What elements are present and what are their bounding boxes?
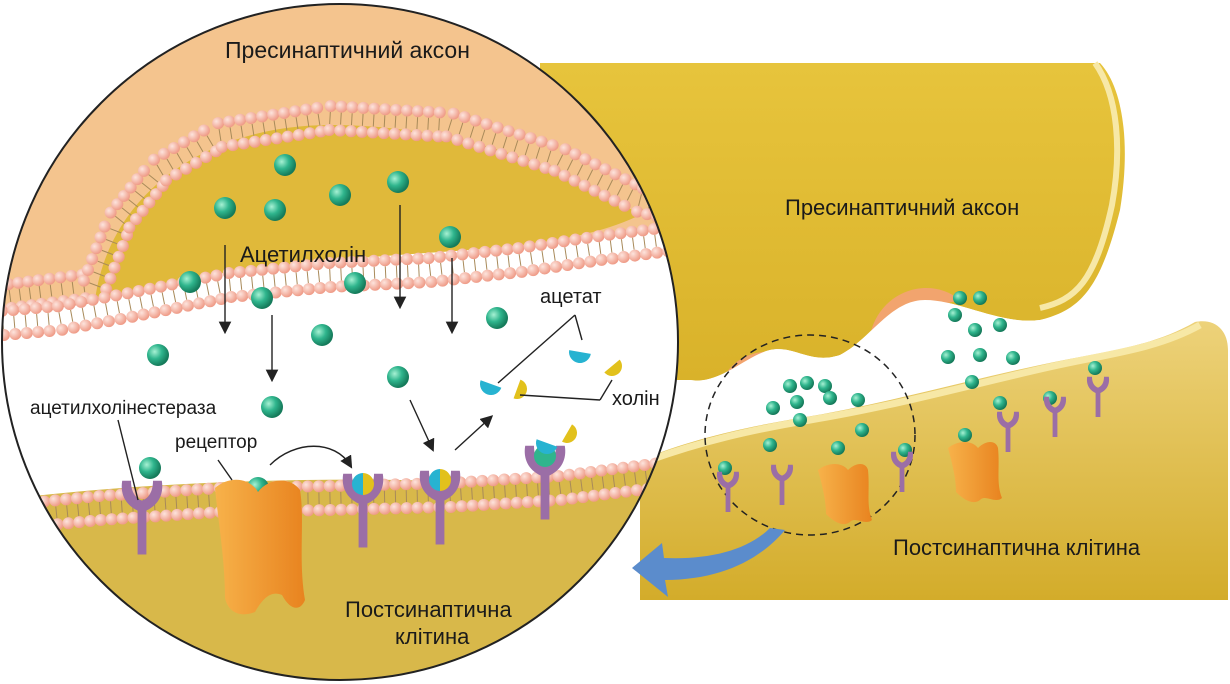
acetylcholine-molecule — [973, 291, 987, 305]
label-choline: холін — [612, 388, 660, 410]
acetylcholine-molecule — [793, 413, 807, 427]
ion-channel — [215, 480, 305, 615]
acetylcholine-molecule — [823, 391, 837, 405]
label-postsynaptic-zoom-2: клітина — [395, 624, 470, 649]
acetylcholine-molecule — [264, 199, 286, 221]
acetylcholine-molecule — [855, 423, 869, 437]
acetylcholine-molecule — [214, 197, 236, 219]
acetylcholine-molecule — [993, 318, 1007, 332]
acetylcholine-molecule — [329, 184, 351, 206]
acetylcholine-molecule — [1088, 361, 1102, 375]
acetylcholine-molecule — [439, 226, 461, 248]
label-postsynaptic-right: Постсинаптична клітина — [893, 535, 1141, 560]
acetylcholine-molecule — [261, 396, 283, 418]
acetylcholine-molecule — [783, 379, 797, 393]
label-receptor: рецептор — [175, 432, 257, 453]
acetylcholine-molecule — [831, 441, 845, 455]
acetylcholine-molecule — [953, 291, 967, 305]
bound-acetylcholine — [429, 469, 451, 491]
acetylcholine-molecule — [941, 350, 955, 364]
acetylcholine-molecule — [387, 366, 409, 388]
label-acetylcholine: Ацетилхолін — [240, 242, 366, 267]
acetylcholine-molecule — [968, 323, 982, 337]
acetylcholine-molecule — [766, 401, 780, 415]
acetylcholine-molecule — [486, 307, 508, 329]
acetylcholine-molecule — [147, 344, 169, 366]
label-postsynaptic-zoom-1: Постсинаптична — [345, 597, 512, 622]
acetylcholine-molecule — [763, 438, 777, 452]
acetylcholine-molecule — [958, 428, 972, 442]
label-presynaptic-right: Пресинаптичний аксон — [785, 195, 1019, 220]
acetylcholine-molecule — [1006, 351, 1020, 365]
bound-acetylcholine — [352, 473, 374, 495]
acetylcholine-molecule — [139, 457, 161, 479]
acetylcholine-molecule — [387, 171, 409, 193]
acetylcholine-molecule — [993, 396, 1007, 410]
acetylcholine-molecule — [311, 324, 333, 346]
acetylcholine-molecule — [800, 376, 814, 390]
acetylcholine-molecule — [851, 393, 865, 407]
acetylcholine-molecule — [965, 375, 979, 389]
label-acetylcholinesterase: ацетилхолінестераза — [30, 398, 217, 419]
label-acetate: ацетат — [540, 286, 602, 308]
acetylcholine-molecule — [973, 348, 987, 362]
acetylcholine-molecule — [179, 271, 201, 293]
acetylcholine-molecule — [274, 154, 296, 176]
acetylcholine-molecule — [790, 395, 804, 409]
acetylcholine-molecule — [948, 308, 962, 322]
acetylcholine-molecule — [818, 379, 832, 393]
label-presynaptic-zoom: Пресинаптичний аксон — [225, 37, 470, 63]
acetylcholine-molecule — [344, 272, 366, 294]
acetylcholine-molecule — [251, 287, 273, 309]
